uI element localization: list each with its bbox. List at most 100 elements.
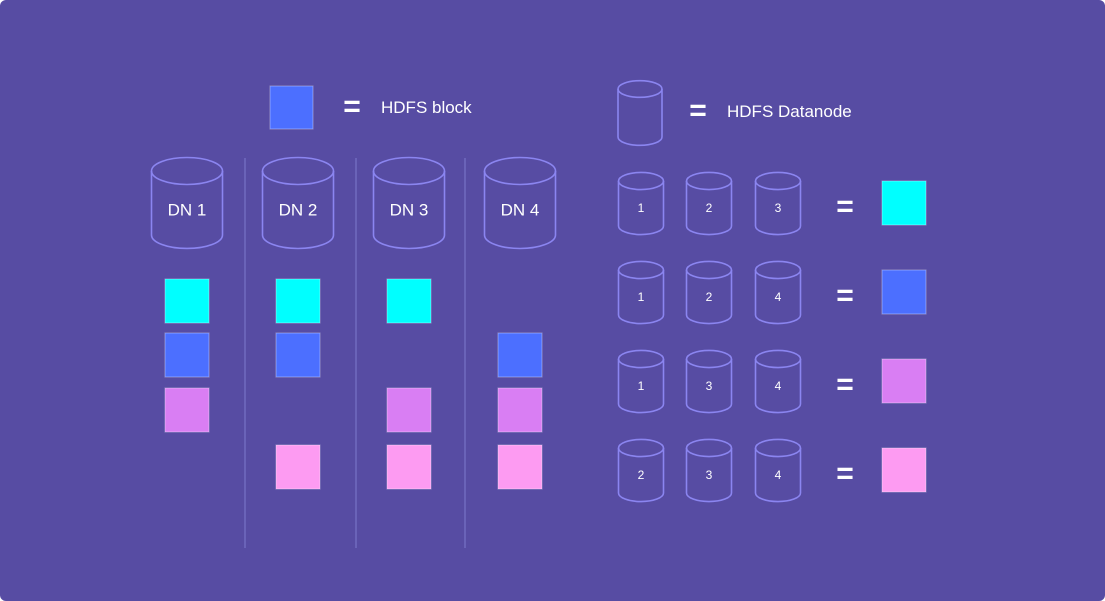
- cylinder-top: [754, 438, 802, 458]
- cylinder-body: [372, 171, 446, 250]
- datanode-block: [497, 332, 543, 378]
- replica-datanode: 1: [617, 260, 665, 325]
- cylinder-body: [685, 181, 733, 236]
- cylinder-body: [261, 171, 335, 250]
- replication-equals: =: [836, 457, 854, 490]
- replication-row: 1 3 4 =: [617, 349, 927, 414]
- replication-row: 1 2 3 =: [617, 171, 927, 236]
- replica-datanode: 3: [685, 438, 733, 503]
- replication-block: [881, 358, 927, 404]
- cylinder-label: 4: [775, 468, 782, 482]
- replication-equals: =: [836, 279, 854, 312]
- legend-block-swatch: [269, 85, 314, 130]
- cylinder-label: 4: [775, 379, 782, 393]
- cylinder-label: 2: [706, 290, 713, 304]
- replica-datanode: 1: [617, 349, 665, 414]
- cylinder-top: [617, 79, 663, 99]
- replication-equals: =: [836, 368, 854, 401]
- cylinder-label: 2: [706, 201, 713, 215]
- cylinder-top: [685, 260, 733, 280]
- datanode-cylinder: DN 1: [150, 156, 224, 250]
- replication-block: [881, 269, 927, 315]
- cylinder-top: [754, 260, 802, 280]
- cylinder-label: 4: [775, 290, 782, 304]
- legend-block-label: HDFS block: [381, 98, 472, 117]
- cylinder-top: [754, 171, 802, 191]
- cylinder-top: [150, 156, 224, 186]
- datanode-block: [275, 444, 321, 490]
- legend-datanode-label: HDFS Datanode: [727, 102, 852, 121]
- cylinder-top: [685, 349, 733, 369]
- datanode-cylinder: DN 4: [483, 156, 557, 250]
- cylinder-top: [483, 156, 557, 186]
- cylinder-label: 3: [706, 379, 713, 393]
- cylinder-top: [372, 156, 446, 186]
- replica-datanode: 4: [754, 438, 802, 503]
- datanode-block: [497, 444, 543, 490]
- cylinder-body: [754, 181, 802, 236]
- cylinder-body: [483, 171, 557, 250]
- datanode-block: [275, 332, 321, 378]
- datanode-block: [164, 387, 210, 433]
- datanode-column: DN 2: [261, 156, 335, 490]
- cylinder-body: [617, 89, 663, 147]
- cylinder-body: [754, 270, 802, 325]
- legend-datanode-equals: =: [689, 94, 707, 127]
- replication-equals: =: [836, 190, 854, 223]
- replication-block: [881, 180, 927, 226]
- datanode-cylinder: DN 2: [261, 156, 335, 250]
- replica-datanode: 4: [754, 349, 802, 414]
- cylinder-label: DN 4: [501, 201, 540, 220]
- replica-datanode: 3: [685, 349, 733, 414]
- cylinder-label: 3: [775, 201, 782, 215]
- cylinder-label: DN 2: [279, 201, 318, 220]
- cylinder-top: [617, 349, 665, 369]
- cylinder-body: [754, 448, 802, 503]
- cylinder-label: 2: [638, 468, 645, 482]
- datanode-column: DN 3: [372, 156, 446, 490]
- cylinder-body: [617, 448, 665, 503]
- replication-block: [881, 447, 927, 493]
- cylinder-top: [685, 438, 733, 458]
- cylinder-body: [754, 359, 802, 414]
- replica-datanode: 2: [685, 260, 733, 325]
- cylinder-label: 1: [638, 201, 645, 215]
- cylinder-top: [754, 349, 802, 369]
- datanode-column: DN 4: [483, 156, 557, 490]
- datanode-block: [497, 387, 543, 433]
- cylinder-body: [685, 448, 733, 503]
- datanode-block: [275, 278, 321, 324]
- datanode-block: [164, 332, 210, 378]
- datanode-block: [386, 387, 432, 433]
- replica-datanode: 2: [617, 438, 665, 503]
- cylinder-body: [617, 270, 665, 325]
- cylinder-body: [617, 359, 665, 414]
- cylinder-top: [617, 171, 665, 191]
- datanode-block: [164, 278, 210, 324]
- cylinder-label: DN 3: [390, 201, 429, 220]
- cylinder-top: [617, 438, 665, 458]
- cylinder-body: [685, 270, 733, 325]
- cylinder-label: DN 1: [168, 201, 207, 220]
- cylinder-body: [685, 359, 733, 414]
- datanode-columns: DN 1 DN 2 DN 3 DN 4: [150, 156, 557, 548]
- datanode-cylinder: DN 3: [372, 156, 446, 250]
- cylinder-label: 1: [638, 379, 645, 393]
- datanode-block: [386, 278, 432, 324]
- cylinder-top: [261, 156, 335, 186]
- replication-row: 1 2 4 =: [617, 260, 927, 325]
- cylinder-body: [617, 181, 665, 236]
- cylinder-label: 3: [706, 468, 713, 482]
- replica-datanode: 2: [685, 171, 733, 236]
- legend-block-equals: =: [343, 90, 361, 123]
- legend: = HDFS block = HDFS Datanode: [269, 79, 852, 147]
- replication-table: 1 2 3 = 1 2 4 = 1 3 4 = 2 3 4 =: [617, 171, 927, 503]
- datanode-block: [386, 444, 432, 490]
- replica-datanode: 1: [617, 171, 665, 236]
- cylinder-body: [150, 171, 224, 250]
- cylinder-top: [685, 171, 733, 191]
- replica-datanode: 4: [754, 260, 802, 325]
- replica-datanode: 3: [754, 171, 802, 236]
